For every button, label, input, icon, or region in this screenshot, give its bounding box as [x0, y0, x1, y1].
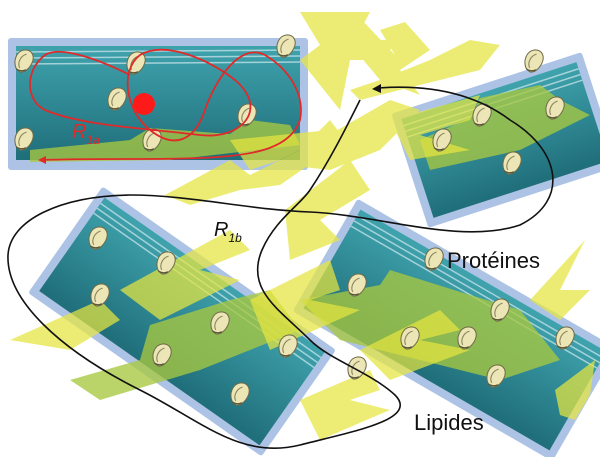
green-arrow-left-bottom [70, 290, 300, 400]
arrowhead-icon [372, 84, 381, 93]
trajectory-r1b [7, 86, 554, 450]
label-r1a: R1a [72, 121, 100, 147]
label-r1b: R1b [214, 219, 242, 245]
label-lipids: Lipides [414, 410, 484, 435]
trajectory-r1a [29, 48, 302, 161]
particle-dot-icon [133, 93, 155, 115]
arrowhead-icon [38, 156, 46, 164]
green-arrow-top-left [30, 120, 300, 162]
label-proteins: Protéines [447, 248, 540, 273]
